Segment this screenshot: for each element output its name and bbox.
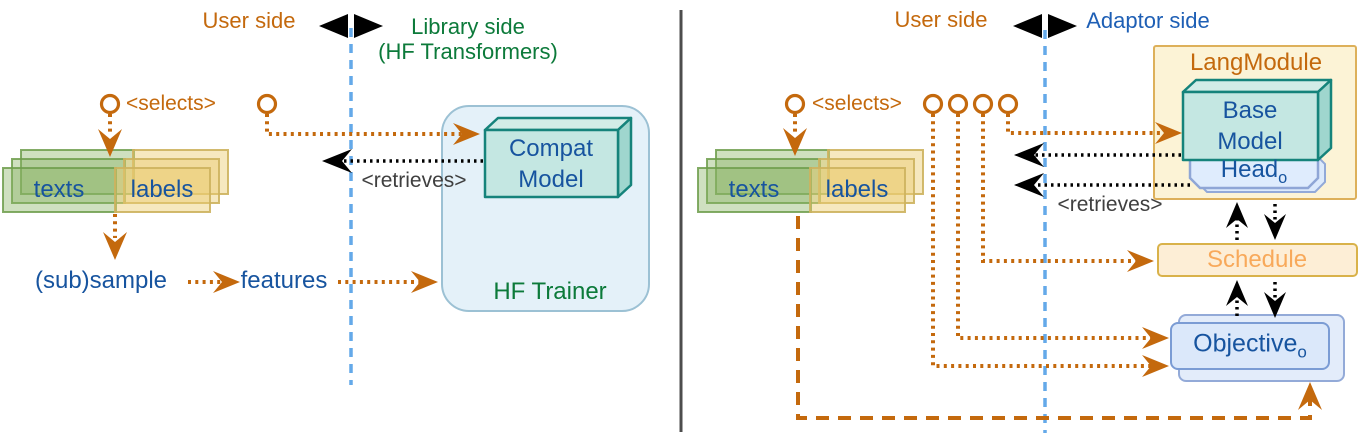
schedule-objective-arrows	[1226, 280, 1286, 318]
library-side-line2: (HF Transformers)	[378, 39, 558, 64]
compat-line1: Compat	[508, 135, 594, 162]
right-user-side-title: User side	[894, 7, 988, 32]
schedule-label: Schedule	[1206, 246, 1308, 273]
left-library-side-title: Library side (HF Transformers)	[378, 14, 558, 64]
right-adaptor-side-title: Adaptor side	[1086, 8, 1210, 33]
left-retrieves-label: <retrieves>	[361, 169, 467, 192]
base-line1: Base	[1222, 97, 1278, 124]
left-features-label: features	[240, 267, 328, 294]
library-side-line1: Library side	[411, 14, 525, 39]
left-labels-label: labels	[130, 176, 194, 203]
right-objective-up-arrowhead	[1298, 382, 1322, 410]
langmodule-schedule-arrows	[1226, 202, 1286, 240]
right-selects-label: <selects>	[812, 92, 902, 115]
base-line2: Model	[1217, 128, 1283, 155]
left-retrieves-arrowhead	[322, 149, 352, 173]
left-subsample-label: (sub)sample	[34, 267, 168, 294]
compat-model-label: Compat Model	[509, 133, 593, 195]
right-header-left-triangle-icon	[1013, 14, 1042, 38]
right-retrieves-arrowheads	[1014, 143, 1044, 197]
head-label: Heado	[1221, 156, 1287, 188]
left-header-left-triangle-icon	[319, 14, 348, 38]
compat-line2: Model	[518, 166, 584, 193]
head-subscript: o	[1278, 168, 1288, 187]
right-texts-label: texts	[728, 176, 780, 203]
left-texts-label: texts	[33, 176, 85, 203]
right-orange-arrows	[793, 114, 1168, 368]
right-labels-label: labels	[825, 176, 889, 203]
base-model-label: Base Model	[1217, 95, 1282, 157]
left-user-side-title: User side	[202, 8, 296, 33]
objective-name: Objective	[1193, 329, 1298, 358]
head-name: Head	[1220, 156, 1279, 184]
langmodule-label: LangModule	[1189, 49, 1323, 76]
objective-subscript: o	[1297, 342, 1307, 362]
hf-trainer-label: HF Trainer	[493, 278, 607, 305]
objective-label: Objectiveo	[1193, 330, 1307, 363]
right-retrieves-label: <retrieves>	[1057, 193, 1163, 216]
right-orange-arrowheads	[783, 122, 1182, 377]
left-selects-label: <selects>	[126, 92, 216, 115]
right-header-right-triangle-icon	[1048, 14, 1077, 38]
